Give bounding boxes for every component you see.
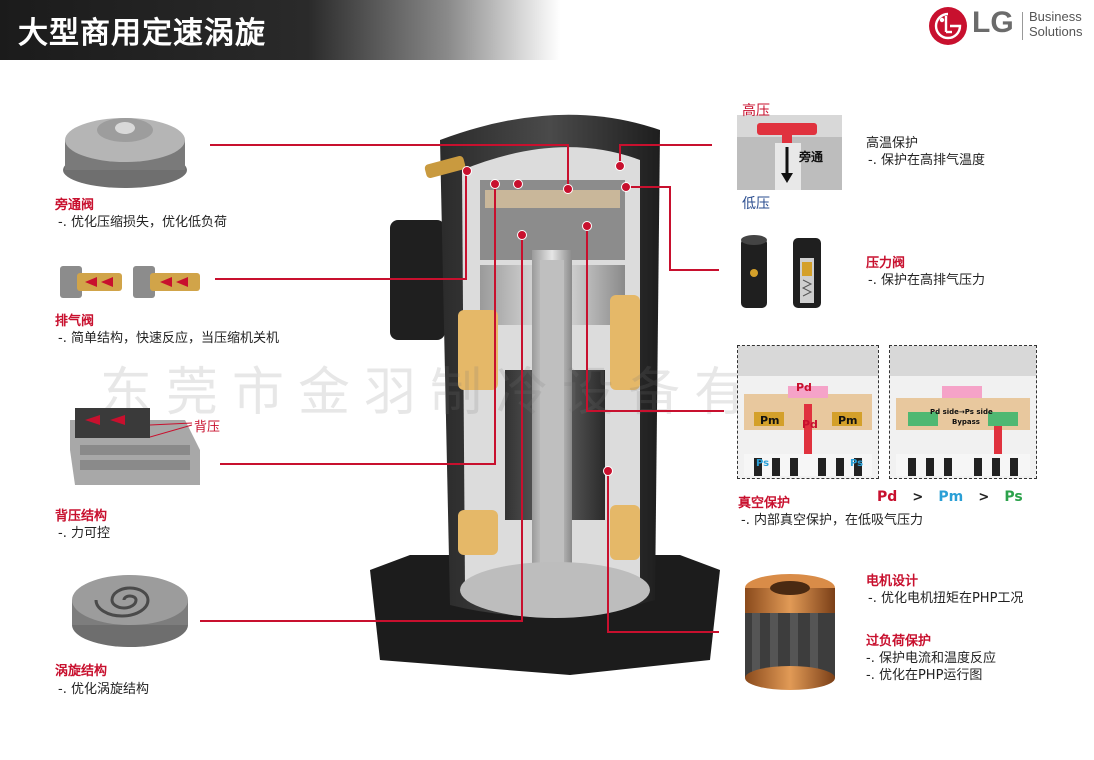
vacuum-bypass-label: Bypass	[952, 418, 980, 426]
order-gt-2: >	[978, 490, 990, 505]
brand-sub-line2: Solutions	[1029, 24, 1083, 39]
high-temp-protect-image	[737, 115, 842, 190]
leader-line-pressure-v	[669, 186, 671, 270]
leader-line-scroll	[200, 620, 522, 622]
leader-line-bypass	[210, 144, 568, 146]
leader-line-discharge	[215, 278, 465, 280]
bypass-valve-title: 旁通阀	[55, 198, 95, 213]
vacuum-left-pd: Pd	[796, 381, 812, 394]
vacuum-detail-right: Pd side→Ps side Bypass	[889, 345, 1037, 479]
motor-title: 电机设计	[866, 574, 919, 589]
high-temp-desc: -. 保护在高排气温度	[868, 153, 985, 168]
pressure-valve-desc: -. 保护在高排气压力	[868, 273, 985, 288]
leader-line-hightemp-v	[619, 144, 621, 166]
order-pm: Pm	[938, 489, 964, 505]
scroll-desc: -. 优化涡旋结构	[58, 682, 149, 697]
vacuum-desc: -. 内部真空保护，在低吸气压力	[741, 513, 923, 528]
marker-dot	[615, 161, 625, 171]
vacuum-left-ps-right: Ps	[850, 458, 864, 469]
overload-desc-1: -. 保护电流和温度反应	[866, 651, 996, 666]
lg-logo-icon	[929, 7, 967, 45]
back-pressure-title: 背压结构	[55, 509, 108, 524]
leader-line-pressure-top	[625, 186, 670, 188]
bypass-arrow-label: 旁通	[799, 150, 824, 164]
marker-dot	[582, 221, 592, 231]
marker-dot	[603, 466, 613, 476]
vacuum-title: 真空保护	[738, 496, 791, 511]
motor-image	[745, 574, 835, 690]
vacuum-side-label: Pd side→Ps side	[930, 408, 993, 416]
high-pressure-label: 高压	[742, 103, 770, 119]
motor-desc: -. 优化电机扭矩在PHP工况	[868, 591, 1024, 606]
callout-lines-icon	[150, 422, 193, 438]
leader-line-motor	[607, 631, 719, 633]
vacuum-detail-left: Pd Pd Pm Pm Ps Ps	[737, 345, 879, 479]
leader-line-hightemp	[620, 144, 712, 146]
compressor-cutaway-image	[370, 114, 720, 675]
leader-line-motor-v	[607, 470, 609, 632]
high-temp-title: 高温保护	[866, 136, 919, 151]
discharge-valve-image	[60, 266, 200, 298]
marker-dot	[490, 179, 500, 189]
leader-line-vacuum-v	[586, 226, 588, 411]
vacuum-left-pm-right: Pm	[838, 414, 858, 427]
vacuum-left-pm: Pm	[760, 414, 780, 427]
leader-line-vacuum	[586, 410, 724, 412]
back-pressure-desc: -. 力可控	[58, 526, 110, 541]
marker-dot	[462, 166, 472, 176]
order-gt-1: >	[912, 490, 924, 505]
discharge-valve-desc: -. 简单结构，快速反应，当压缩机关机	[58, 331, 279, 346]
brand-sub-line1: Business	[1029, 9, 1082, 24]
scroll-image	[72, 575, 188, 647]
overload-desc-2: -. 优化在PHP运行图	[866, 668, 983, 683]
leader-line-backpressure	[220, 463, 495, 465]
marker-dot	[513, 179, 523, 189]
scroll-title: 涡旋结构	[55, 664, 108, 679]
vacuum-left-pd-mid: Pd	[802, 418, 818, 431]
title-bar	[0, 0, 560, 60]
overload-title: 过负荷保护	[866, 634, 932, 649]
marker-dot	[621, 182, 631, 192]
back-pressure-image	[70, 408, 200, 485]
order-ps: Ps	[1004, 489, 1023, 505]
brand-logo-text: LG	[972, 6, 1014, 39]
discharge-valve-title: 排气阀	[55, 314, 95, 329]
marker-dot	[517, 230, 527, 240]
bypass-valve-image	[63, 118, 187, 188]
brand-separator	[1022, 12, 1023, 40]
order-pd: Pd	[877, 489, 898, 505]
vacuum-left-ps: Ps	[756, 458, 770, 469]
pressure-order: Pd > Pm > Ps	[877, 486, 1023, 505]
bypass-valve-desc: -. 优化压缩损失，优化低负荷	[58, 215, 227, 230]
leader-line-scroll-v	[521, 235, 523, 622]
leader-line-pressure	[669, 269, 719, 271]
leader-line-bypass-v	[567, 144, 569, 188]
pressure-valve-image	[741, 235, 821, 308]
leader-line-backpressure-v	[494, 183, 496, 465]
brand-subtitle: Business Solutions	[1029, 9, 1082, 39]
back-pressure-callout: 背压	[194, 420, 221, 435]
page-title: 大型商用定速涡旋	[18, 16, 266, 51]
leader-line-discharge-v	[465, 170, 467, 280]
pressure-valve-title: 压力阀	[866, 256, 906, 271]
marker-dot	[563, 184, 573, 194]
low-pressure-label: 低压	[742, 196, 770, 212]
